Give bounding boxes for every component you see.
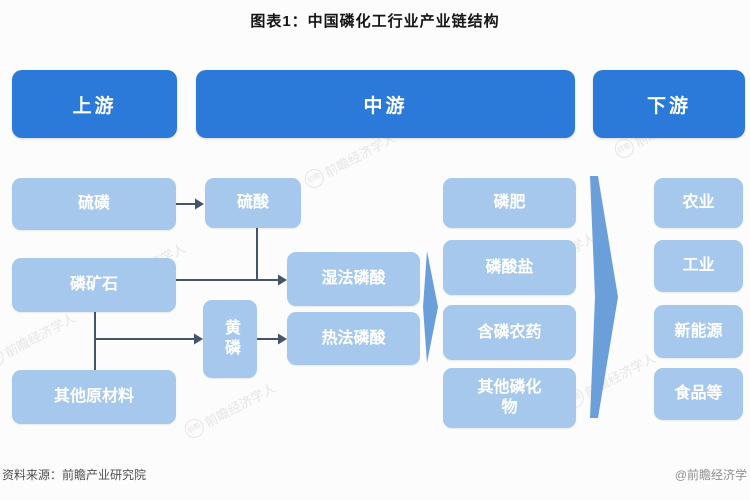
box-thermal-process-phosphoric-acid: 热法磷酸	[287, 312, 420, 365]
credit-note: @前瞻经济学	[674, 468, 747, 482]
figure-title: 图表1：中国磷化工行业产业链结构	[250, 13, 500, 30]
box-phosphorus-pesticides: 含磷农药	[443, 305, 576, 360]
box-yellow-phosphorus: 黄磷	[203, 300, 257, 378]
box-phosphate-fertilizer: 磷肥	[443, 178, 576, 228]
box-wet-process-phosphoric-acid: 湿法磷酸	[287, 252, 420, 306]
header-downstream: 下游	[593, 70, 745, 138]
box-other-phosphides: 其他磷化物	[443, 368, 576, 428]
funnel-chevron-mid-icon	[423, 251, 438, 363]
box-food-etc: 食品等	[654, 368, 743, 420]
box-sulfuric-acid: 硫酸	[205, 178, 301, 228]
header-midstream: 中游	[196, 70, 575, 138]
arrow-icon	[278, 333, 287, 345]
header-upstream: 上游	[12, 70, 177, 138]
box-other-raw-materials: 其他原材料	[12, 370, 176, 424]
box-industry: 工业	[654, 240, 743, 292]
box-sulfur: 硫磺	[12, 178, 176, 230]
box-agriculture: 农业	[654, 178, 743, 228]
arrow-icon	[278, 274, 287, 286]
watermark: 前瞻前瞻经济学人	[181, 378, 278, 442]
box-new-energy: 新能源	[654, 305, 743, 358]
arrow-icon	[194, 333, 203, 345]
box-phosphate-rock: 磷矿石	[12, 258, 176, 312]
source-note: 资料来源：前瞻产业研究院	[2, 468, 147, 482]
watermark: 前瞻前瞻经济学人	[0, 308, 79, 372]
box-phosphate-salts: 磷酸盐	[443, 240, 576, 295]
arrow-icon	[195, 198, 204, 210]
